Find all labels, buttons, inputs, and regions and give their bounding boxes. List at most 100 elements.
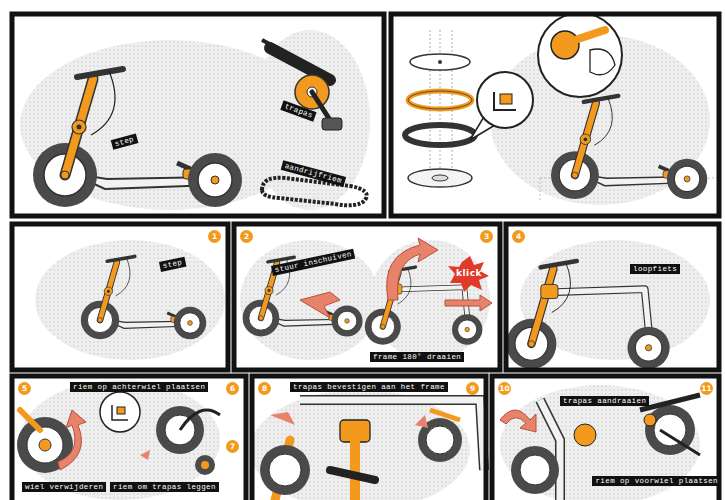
crank-part (262, 40, 342, 130)
callout-number: 8 (258, 382, 271, 395)
crank-part (262, 40, 285, 52)
callout-number: 7 (226, 440, 239, 453)
panel-frames (12, 14, 384, 216)
dotted-ground (240, 240, 380, 360)
detail-callouts (575, 30, 605, 40)
wheel-steps (58, 410, 86, 470)
frame-mount (300, 400, 484, 470)
frame-mount (430, 410, 460, 420)
crank-part (322, 118, 342, 130)
part-name: aandrijfriem (281, 160, 346, 186)
wheel-steps (117, 407, 125, 414)
frame-mount (415, 415, 428, 428)
rotate-arrow (387, 238, 492, 311)
wheel-steps (17, 392, 220, 475)
panel-frames (12, 14, 719, 500)
wheel-steps (20, 410, 40, 430)
detail-callouts (470, 13, 718, 200)
frame-mount (260, 400, 484, 500)
crank-mount (644, 414, 656, 426)
frame-mount (270, 412, 295, 425)
frame-mount (300, 400, 484, 470)
crank-mount (654, 414, 686, 446)
scooter-figure (33, 69, 242, 207)
callout-number: 9 (466, 382, 479, 395)
part-name: trapas (280, 100, 317, 122)
exploded-wheel (408, 91, 472, 109)
scooter-figure (551, 96, 707, 199)
wheel-steps (201, 461, 209, 469)
step-instruction: riem om trapas leggen (110, 482, 219, 492)
detail-callouts (538, 13, 622, 97)
dotted-ground (35, 240, 225, 360)
frame-mount (260, 445, 310, 495)
step-instruction: trapas aandraaien (560, 396, 649, 406)
callout-number: 2 (240, 230, 253, 243)
drive-belt (262, 178, 367, 206)
callout-number: 5 (18, 382, 31, 395)
part-name: step (111, 134, 138, 150)
detail-callouts (494, 92, 516, 110)
frame-mount (269, 454, 301, 486)
step-instruction: frame 180° draaien (370, 352, 464, 362)
step-instruction: wiel verwijderen (22, 482, 106, 492)
exploded-wheel (408, 169, 472, 187)
frame-mount (426, 426, 454, 454)
exploded-wheel (408, 91, 472, 109)
detail-callouts (551, 31, 579, 59)
step-instruction: stuur inschuiven (271, 249, 356, 276)
wheel-steps (27, 427, 63, 463)
push-arrow (300, 292, 340, 318)
callout-number: 3 (480, 230, 493, 243)
panel-frames (234, 224, 500, 370)
rotate-arrow (448, 256, 489, 292)
callout-number: 1 (208, 230, 221, 243)
callout-number: 6 (226, 382, 239, 395)
step-instruction: riem op voorwiel plaatsen (592, 476, 721, 486)
crank-mount (660, 430, 700, 455)
sound-effect: klick (456, 268, 482, 279)
push-arrow (300, 292, 340, 318)
panel-frames (12, 376, 246, 500)
detail-callouts (590, 49, 615, 75)
exploded-wheel (438, 60, 442, 64)
panel-frames (12, 224, 228, 370)
dotted-ground (20, 380, 220, 500)
rotate-arrow (387, 238, 438, 300)
wheel-steps (39, 439, 51, 451)
crank-part (270, 48, 330, 80)
detail-callouts (500, 94, 512, 104)
callout-number: 10 (498, 382, 511, 395)
exploded-wheel (405, 30, 475, 190)
drive-belt (262, 178, 367, 206)
exploded-wheel (410, 54, 470, 70)
scooter-figure (81, 256, 206, 339)
callout-number: 11 (700, 382, 713, 395)
crank-mount (500, 410, 536, 432)
step-instruction: trapas bevestigen aan het frame (290, 382, 448, 392)
wheel-steps (195, 455, 215, 475)
frame-mount (350, 440, 360, 500)
crank-mount (511, 446, 559, 494)
panel-frames (391, 14, 719, 216)
crank-mount (574, 424, 596, 446)
frame-mount (340, 420, 370, 442)
callout-number: 4 (512, 230, 525, 243)
wheel-steps (140, 450, 150, 460)
exploded-wheel (405, 125, 475, 145)
dotted-ground (250, 30, 370, 210)
wheel-steps (180, 410, 220, 430)
bike-figure (506, 261, 669, 369)
wheel-steps (100, 392, 140, 432)
crank-mount (520, 455, 550, 485)
panel-frames (506, 224, 719, 370)
exploded-wheel (432, 175, 448, 181)
frame-mount (330, 470, 375, 480)
step-instruction: riem op achterwiel plaatsen (70, 382, 208, 392)
part-name: step (159, 257, 186, 272)
detail-callouts (477, 72, 533, 128)
panel-frames (252, 376, 486, 500)
dotted-ground (20, 30, 710, 500)
